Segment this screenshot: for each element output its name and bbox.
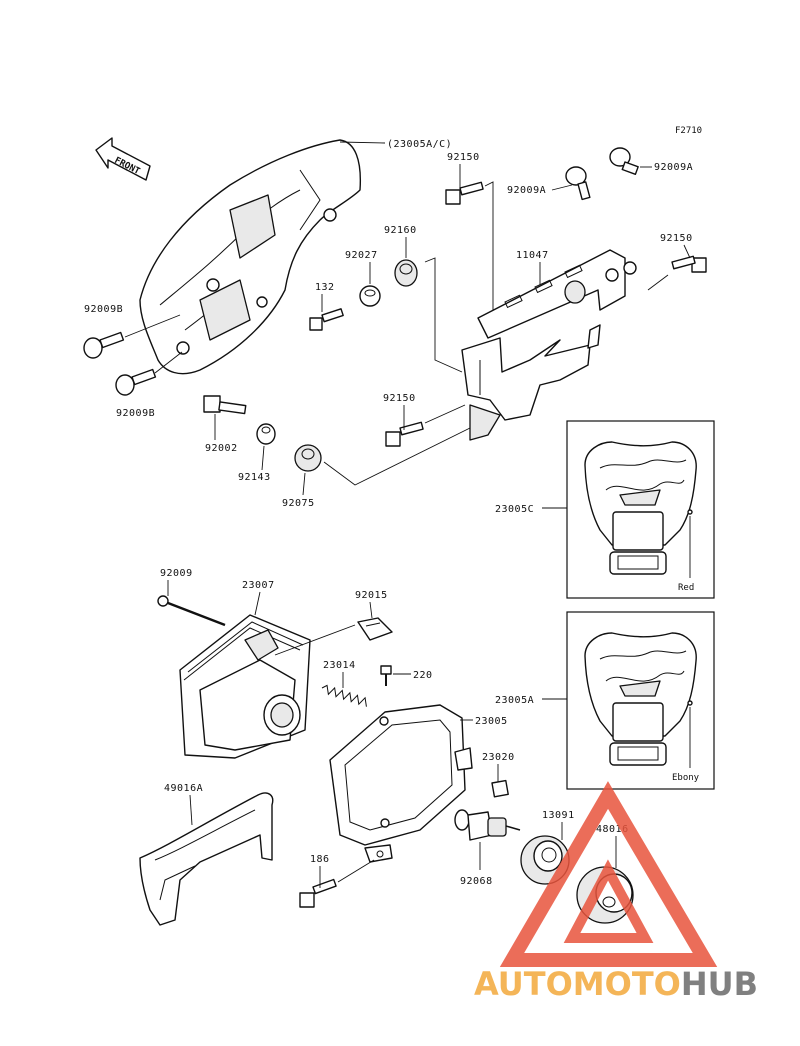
- callout-92160: 92160: [384, 225, 417, 236]
- grommet-92075: [294, 444, 322, 472]
- watermark-text-auto: AUTOMOTO: [474, 965, 681, 1003]
- callout-92027: 92027: [345, 250, 378, 261]
- callout-23020: 23020: [482, 752, 515, 763]
- callout-92002: 92002: [205, 443, 238, 454]
- bulb-92068: [454, 809, 521, 841]
- damper-92160: [394, 259, 418, 287]
- bolt-92150-mid: [385, 421, 424, 447]
- callout-92009b-2: 92009B: [116, 408, 155, 419]
- svg-text:AUTOMOTOHUB: AUTOMOTOHUB: [474, 965, 758, 1003]
- callout-92150-mid: 92150: [383, 393, 416, 404]
- front-arrow-icon: FRONT: [95, 137, 151, 181]
- bolt-186: [299, 878, 337, 908]
- watermark-text-hub: HUB: [681, 965, 758, 1003]
- callout-48016: 48016: [596, 824, 629, 835]
- callout-23014: 23014: [323, 660, 356, 671]
- bolt-92009a-2: [609, 147, 639, 176]
- variant-red-label: Red: [678, 583, 694, 593]
- watermark-logo: AUTOMOTOHUB: [474, 781, 758, 1003]
- bolt-92009b-upper: [83, 331, 125, 359]
- screw-220: [380, 665, 392, 686]
- bolt-92009b-lower: [115, 368, 157, 396]
- callout-92009b-1: 92009B: [84, 304, 123, 315]
- callout-132: 132: [315, 282, 335, 293]
- variant-box-red: Red: [566, 420, 715, 599]
- callout-23005: 23005: [475, 716, 508, 727]
- callout-186: 186: [310, 854, 330, 865]
- callout-92143: 92143: [238, 472, 271, 483]
- watermark-triangle-icon: [499, 781, 718, 967]
- callout-92009a-1: 92009A: [507, 185, 546, 196]
- bracket-11047: [461, 249, 637, 441]
- callout-92009: 92009: [160, 568, 193, 579]
- guard-49016a: [139, 792, 274, 926]
- collar-92143: [256, 423, 276, 445]
- headlight-cowl-part: [139, 139, 362, 375]
- callout-23005a: 23005A: [495, 695, 534, 706]
- figure-code: F2710: [675, 126, 702, 136]
- callout-13091: 13091: [542, 810, 575, 821]
- callout-23005c: 23005C: [495, 504, 534, 515]
- collar-92027: [359, 285, 381, 307]
- bolt-132: [309, 308, 344, 331]
- variant-ebony-label: Ebony: [672, 773, 700, 783]
- callout-92075: 92075: [282, 498, 315, 509]
- variant-box-ebony: Ebony: [566, 611, 715, 790]
- clip-92015: [357, 617, 393, 641]
- spring-23014: [321, 684, 367, 707]
- callout-92009a-2: 92009A: [654, 162, 693, 173]
- callout-92015: 92015: [355, 590, 388, 601]
- callout-23005ac: (23005A/C): [387, 139, 452, 150]
- bolt-92150-top: [445, 181, 484, 205]
- callout-92150-right: 92150: [660, 233, 693, 244]
- bolt-92150-right: [671, 255, 707, 273]
- clip-23020: [491, 779, 509, 798]
- screw-92009: [157, 595, 226, 627]
- callout-92068: 92068: [460, 876, 493, 887]
- callout-92150-top: 92150: [447, 152, 480, 163]
- callout-23007: 23007: [242, 580, 275, 591]
- bolt-92009a-1: [565, 166, 591, 201]
- callout-220: 220: [413, 670, 433, 681]
- headlight-unit-23007: [179, 614, 311, 759]
- callout-49016a: 49016A: [164, 783, 203, 794]
- bolt-92002: [203, 395, 247, 415]
- headlight-frame-23005: [329, 704, 473, 863]
- callout-11047: 11047: [516, 250, 549, 261]
